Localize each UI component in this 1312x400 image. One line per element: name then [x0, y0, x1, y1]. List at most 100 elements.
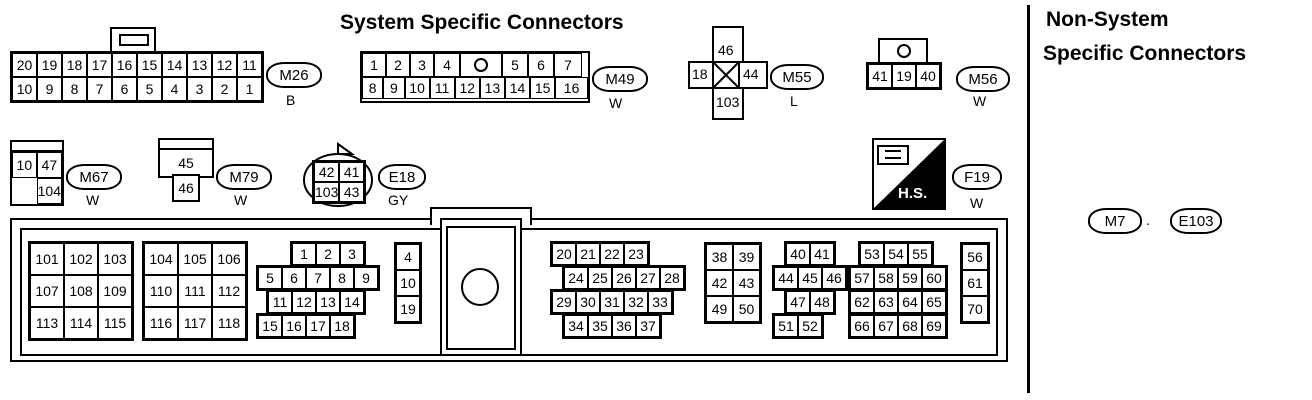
ecm-pin: 106 [212, 243, 246, 275]
m79-id-oval: M79 [216, 164, 272, 190]
ecm-pin: 23 [624, 243, 648, 265]
ecm-pin: 38 [706, 244, 733, 270]
m55-pin-top: 46 [718, 42, 734, 58]
pin-cell: 9 [37, 77, 62, 101]
pin-cell: 2 [386, 53, 410, 77]
ecm-pin: 65 [922, 291, 946, 313]
ecm-pin: 116 [144, 307, 178, 339]
ecm-pin: 12 [292, 291, 316, 313]
m26-id-oval: M26 [266, 62, 322, 88]
pin-cell: 15 [530, 77, 556, 99]
ecm-pin: 49 [706, 296, 733, 322]
pin-cell: 5 [137, 77, 162, 101]
ecm-pin: 34 [564, 315, 588, 337]
pin-cell: 4 [434, 53, 460, 77]
ecm-pin: 44 [774, 267, 798, 289]
ecm-pin: 39 [733, 244, 760, 270]
ecm-pin: 25 [588, 267, 612, 289]
m55-pin-left: 18 [692, 66, 708, 82]
ecm-pin: 15 [258, 315, 282, 337]
ecm-pin: 70 [962, 296, 988, 322]
ecm-pin: 18 [330, 315, 354, 337]
pin-cell: 8 [62, 77, 87, 101]
pin-cell: 12 [454, 77, 480, 99]
ecm-pin: 16 [282, 315, 306, 337]
ecm-pin: 45 [798, 267, 822, 289]
ecm-pin: 63 [874, 291, 898, 313]
ecm-pin: 1 [292, 243, 316, 265]
pin-cell: 42 [314, 162, 340, 182]
ecm-pin: 4 [396, 244, 420, 270]
pin-cell: 9 [383, 77, 405, 99]
pin-cell: 11 [237, 53, 262, 77]
pin-cell: 8 [362, 77, 384, 99]
ecm-pin: 103 [98, 243, 132, 275]
pin-cell: 7 [554, 53, 582, 77]
ecm-pin: 118 [212, 307, 246, 339]
ecm-pin: 54 [884, 243, 908, 265]
pin-cell: 1 [362, 53, 386, 77]
ecm-pin: 7 [306, 267, 330, 289]
pin-cell: 10 [12, 152, 37, 178]
ecm-pin: 27 [636, 267, 660, 289]
pin-cell: 19 [892, 64, 916, 88]
ecm-pin: 32 [624, 291, 648, 313]
ecm-pin: 60 [922, 267, 946, 289]
pin-cell: 6 [528, 53, 554, 77]
ecm-pin: 22 [600, 243, 624, 265]
pin-cell: 7 [87, 77, 112, 101]
ecm-pin: 28 [660, 267, 684, 289]
ecm-pin: 21 [576, 243, 600, 265]
m55-pin-right: 44 [743, 66, 759, 82]
m67-latch [10, 140, 64, 152]
m55-pin-bottom: 103 [716, 94, 740, 110]
m79-color: W [234, 192, 248, 208]
pin-cell: 104 [36, 178, 62, 204]
f19-color: W [970, 195, 984, 211]
ecm-pin: 2 [316, 243, 340, 265]
pin-cell: 3 [187, 77, 212, 101]
ecm-pin: 59 [898, 267, 922, 289]
m26-color: B [286, 92, 296, 108]
pin-cell: 17 [87, 53, 112, 77]
m67-id-oval: M67 [66, 164, 122, 190]
ecm-pin: 17 [306, 315, 330, 337]
ecm-pin: 35 [588, 315, 612, 337]
pin-cell: 13 [479, 77, 505, 99]
ecm-pin: 10 [396, 270, 420, 296]
ecm-pin: 5 [258, 267, 282, 289]
ecm-pin: 30 [576, 291, 600, 313]
pin-cell: 3 [410, 53, 434, 77]
m79-latch [158, 138, 214, 150]
ecm-pin: 26 [612, 267, 636, 289]
pin-cell: 14 [162, 53, 187, 77]
m79-pin-bottom: 46 [178, 180, 194, 196]
m56-latch [878, 38, 928, 66]
pin-cell: 2 [212, 77, 237, 101]
ecm-pin: 57 [850, 267, 874, 289]
m7-id-oval: M7 [1088, 208, 1142, 234]
ecm-pin: 113 [30, 307, 64, 339]
ecm-pin: 37 [636, 315, 660, 337]
ecm-pin: 13 [316, 291, 340, 313]
pin-cell: 10 [12, 77, 37, 101]
ecm-pin: 14 [340, 291, 364, 313]
m55-cross [688, 61, 768, 89]
pin-cell: 5 [502, 53, 528, 77]
ecm-pin: 43 [733, 270, 760, 296]
ecm-pin: 102 [64, 243, 98, 275]
m79-connector-bottom: 46 [172, 174, 200, 202]
pin-cell: 11 [429, 77, 455, 99]
ecm-pin: 66 [850, 315, 874, 337]
